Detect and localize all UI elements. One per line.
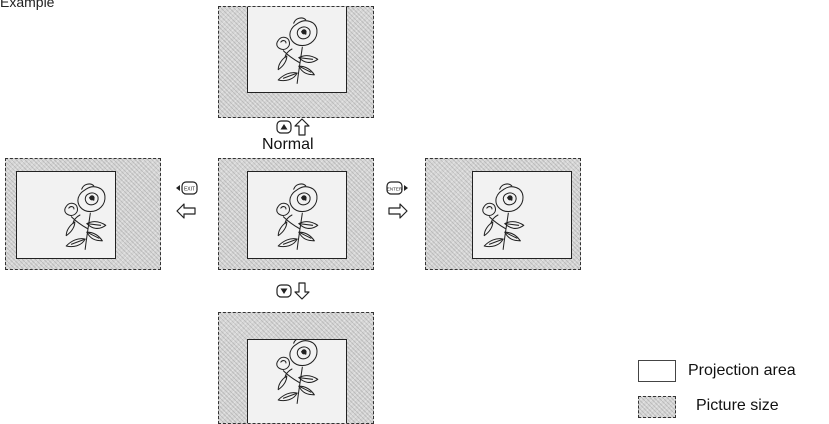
normal-label: Normal (262, 136, 314, 153)
rose-image (276, 183, 319, 250)
enter-key-text: ENTER (387, 187, 403, 192)
enter-key-icon: ENTER (386, 181, 408, 195)
legend: Projection area Picture size (638, 358, 828, 420)
exit-key-group: EXIT (174, 181, 214, 231)
picture-size-center (218, 158, 374, 270)
picture-size-right (425, 158, 581, 270)
down-arrow-icon (294, 282, 310, 300)
rose-image (482, 183, 525, 250)
up-arrow-icon (294, 118, 310, 136)
down-arrow-key-icon (276, 284, 292, 298)
legend-projection-swatch (638, 360, 676, 382)
up-key-group (276, 118, 316, 138)
rose-image (64, 183, 107, 250)
picture-size-left (5, 158, 161, 270)
picture-size-bottom (218, 312, 374, 424)
projection-area-right (472, 171, 572, 259)
legend-picture-swatch (638, 396, 676, 418)
legend-projection-label: Projection area (688, 362, 796, 379)
exit-key-text: EXIT (184, 187, 195, 193)
diagram-caption: Example (0, 0, 55, 10)
down-key-group (276, 282, 316, 302)
picture-size-top (218, 6, 374, 118)
rose-image (276, 340, 319, 404)
projection-area-bottom (247, 339, 347, 423)
right-arrow-icon (388, 203, 408, 219)
legend-picture-label: Picture size (696, 397, 779, 414)
left-arrow-icon (176, 203, 196, 219)
enter-key-group: ENTER (386, 181, 426, 231)
projection-area-left (16, 171, 116, 259)
exit-key-icon: EXIT (176, 181, 198, 195)
up-arrow-key-icon (276, 120, 292, 134)
projection-area-top (247, 7, 347, 93)
rose-image (276, 17, 319, 84)
projection-area-center (247, 171, 347, 259)
